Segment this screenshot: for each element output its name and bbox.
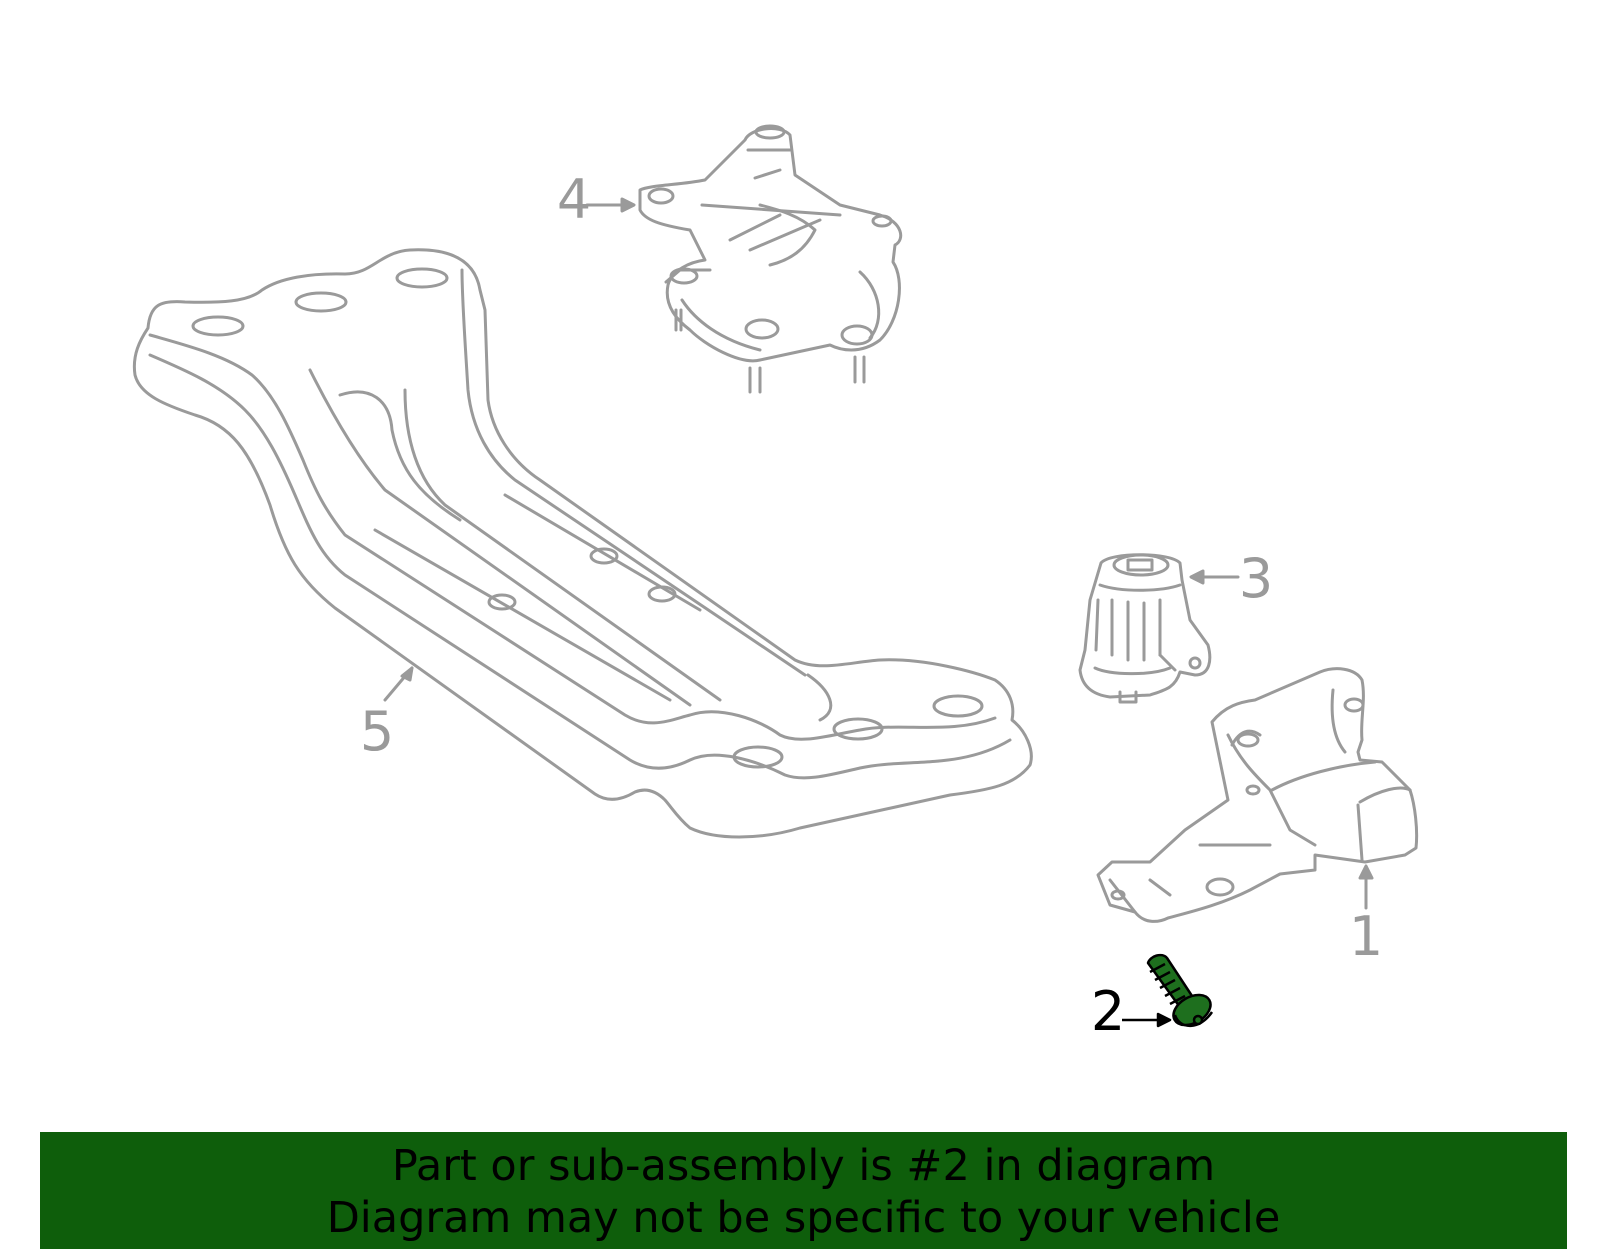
notice-banner: Part or sub-assembly is #2 in diagram Di…: [40, 1132, 1567, 1249]
callout-number-3: 3: [1239, 547, 1273, 610]
crossmember-part[interactable]: [132, 248, 1033, 839]
transmission-mount-part[interactable]: [585, 124, 903, 394]
callout-number-1: 1: [1349, 905, 1383, 968]
engine-mount-part[interactable]: [1078, 553, 1240, 704]
mount-bracket-part[interactable]: [1096, 667, 1419, 923]
bolt-part[interactable]: [1122, 953, 1216, 1031]
callout-number-2: 2: [1091, 980, 1125, 1043]
callout-number-4: 4: [557, 168, 591, 231]
parts-diagram: 1 2 3 4 5: [132, 124, 1419, 1043]
banner-line-disclaimer: Diagram may not be specific to your vehi…: [326, 1193, 1281, 1243]
banner-line-part-number: Part or sub-assembly is #2 in diagram: [391, 1141, 1216, 1191]
callout-number-5: 5: [360, 700, 394, 763]
